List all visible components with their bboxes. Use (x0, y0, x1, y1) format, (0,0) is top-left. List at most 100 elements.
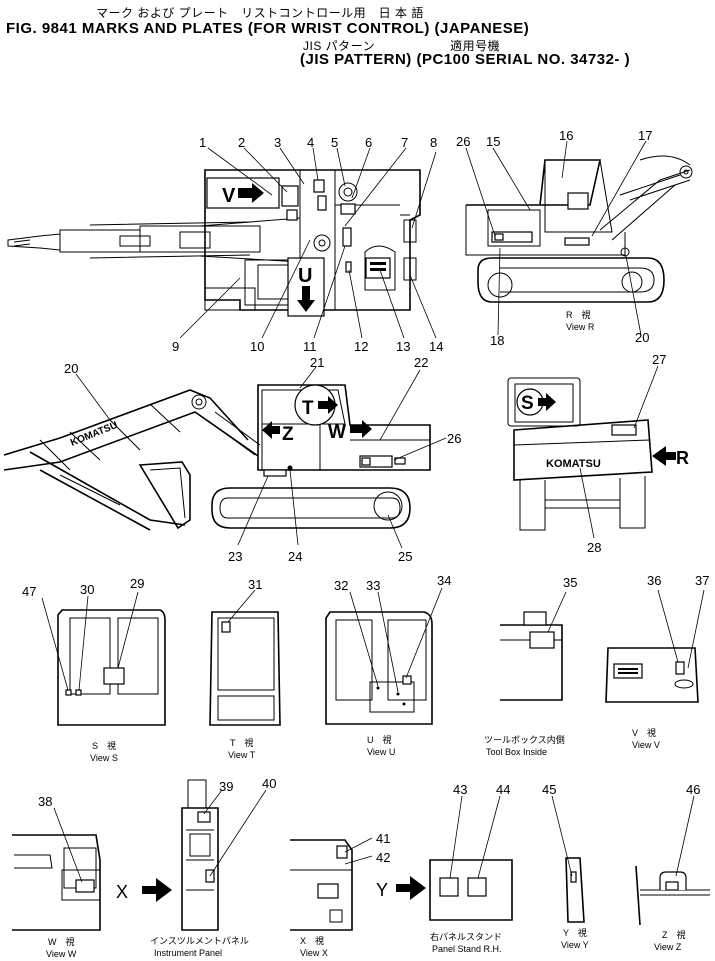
view-v-caption: View V (632, 740, 660, 750)
view-u-arrow-label: U (298, 265, 312, 287)
callout-36: 36 (647, 573, 661, 588)
callout-5: 5 (331, 135, 338, 150)
view-w-arrow-label: W (328, 422, 346, 443)
callout-35: 35 (563, 575, 577, 590)
view-t-leader (227, 589, 256, 623)
view-r-arrow-label: R (676, 448, 689, 468)
callout-20-side: 20 (64, 361, 78, 376)
callout-15: 15 (486, 134, 500, 149)
callout-14: 14 (429, 339, 443, 354)
view-y-drawing (565, 857, 585, 923)
top-view-leaders (179, 147, 437, 339)
callout-25: 25 (398, 549, 412, 564)
view-t-caption: View T (228, 750, 256, 760)
view-t-arrow-label: T (302, 398, 314, 419)
view-v-caption-jp: V 視 (632, 727, 656, 738)
callout-29: 29 (130, 576, 144, 591)
callout-31: 31 (248, 577, 262, 592)
view-s-arrow-label: S (521, 393, 534, 414)
view-y-arrow-label: Y (376, 880, 388, 900)
callout-28: 28 (587, 540, 601, 555)
rear-komatsu-logo: KOMATSU (546, 458, 601, 470)
callout-46: 46 (686, 782, 700, 797)
view-x-caption: View X (300, 948, 328, 958)
tool-box-caption-jp: ツールボックス内側 (484, 734, 565, 745)
view-w-drawing (12, 834, 101, 931)
callout-44: 44 (496, 782, 510, 797)
callout-1: 1 (199, 135, 206, 150)
figure-title: FIG. 9841 MARKS AND PLATES (FOR WRIST CO… (6, 20, 530, 37)
view-z-leader (675, 795, 695, 877)
callout-42: 42 (376, 850, 390, 865)
view-y-caption: View Y (561, 940, 589, 950)
view-z-caption-jp: Z 視 (662, 929, 686, 940)
panel-stand-drawing: Y (376, 859, 513, 921)
view-x-leaders (344, 837, 373, 865)
tool-box-caption: Tool Box Inside (486, 747, 547, 757)
callout-10: 10 (250, 339, 264, 354)
view-w-leader (53, 807, 83, 883)
view-t-drawing (209, 611, 281, 726)
title-japanese-line2: JIS パターン 適用号機 (303, 39, 501, 53)
view-z-drawing (635, 865, 710, 926)
view-u-caption: View U (367, 747, 395, 757)
callout-24: 24 (288, 549, 302, 564)
callout-7: 7 (401, 135, 408, 150)
view-u-caption-jp: U 視 (367, 734, 392, 745)
callout-9: 9 (172, 339, 179, 354)
view-z-arrow-label: Z (282, 424, 294, 445)
view-s-caption: View S (90, 753, 118, 763)
view-z-caption: View Z (654, 942, 682, 952)
instrument-panel-drawing: X (116, 779, 219, 931)
view-r-leaders (465, 140, 647, 336)
instrument-panel-caption: Instrument Panel (154, 948, 222, 958)
callout-16: 16 (559, 128, 573, 143)
view-s-leaders (41, 591, 139, 691)
callout-43: 43 (453, 782, 467, 797)
callout-21: 21 (310, 355, 324, 370)
callout-45: 45 (542, 782, 556, 797)
instrument-panel-leaders (203, 789, 267, 877)
callout-34: 34 (437, 573, 451, 588)
view-r-caption-jp: R 視 (566, 309, 591, 320)
view-v-leaders (657, 589, 705, 669)
view-w-caption-jp: W 視 (48, 936, 75, 947)
callout-22: 22 (414, 355, 428, 370)
view-s-drawing (57, 609, 166, 726)
callout-23: 23 (228, 549, 242, 564)
callout-18: 18 (490, 333, 504, 348)
view-s-caption-jp: S 視 (92, 740, 116, 751)
tool-box-leader (547, 591, 567, 633)
callout-6: 6 (365, 135, 372, 150)
title-japanese-line1: マーク および プレート リストコントロール用 日 本 語 (96, 6, 424, 20)
instrument-panel-caption-jp: インスツルメントパネル (150, 936, 249, 946)
callout-27: 27 (652, 352, 666, 367)
callout-2: 2 (238, 135, 245, 150)
top-view-drawing: V U (7, 169, 421, 317)
callout-26-side: 26 (447, 431, 461, 446)
view-x-arrow-label: X (116, 882, 128, 902)
view-u-drawing (325, 611, 433, 725)
side-view-drawing: KOMATSU T Z W (3, 384, 431, 531)
pattern-serial-line: (JIS PATTERN) (PC100 SERIAL NO. 34732- ) (300, 51, 631, 68)
callout-17: 17 (638, 128, 652, 143)
side-view-leaders (75, 366, 447, 549)
view-v-arrow-label: V (222, 185, 236, 207)
view-x-drawing (290, 839, 353, 931)
callout-38: 38 (38, 794, 52, 809)
view-y-leader (551, 795, 573, 877)
rear-view-leaders (579, 365, 659, 539)
callout-26-view-r: 26 (456, 134, 470, 149)
callout-12: 12 (354, 339, 368, 354)
callout-3: 3 (274, 135, 281, 150)
view-t-caption-jp: T 視 (230, 737, 253, 748)
view-w-caption: View W (46, 949, 77, 959)
callout-37: 37 (695, 573, 709, 588)
callout-40: 40 (262, 776, 276, 791)
callout-30: 30 (80, 582, 94, 597)
tool-box-drawing (500, 611, 563, 701)
callout-39: 39 (219, 779, 233, 794)
view-v-drawing (605, 647, 699, 703)
callout-41: 41 (376, 831, 390, 846)
